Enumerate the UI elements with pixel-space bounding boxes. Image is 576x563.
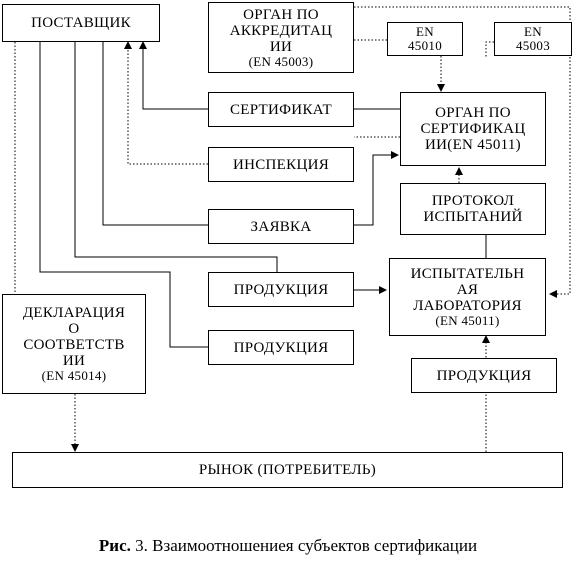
- protocol-line2: ИСПЫТАНИЙ: [423, 209, 523, 225]
- cert-body-line3: ИИ(EN 45011): [425, 137, 521, 153]
- cert-body-line2: СЕРТИФИКАЦ: [420, 121, 526, 137]
- en45003-line2: 45003: [516, 38, 550, 53]
- lab-line1: ИСПЫТАТЕЛЬН: [410, 266, 525, 282]
- lab-line2: АЯ: [456, 282, 479, 298]
- certificate-label: СЕРТИФИКАТ: [229, 101, 333, 118]
- product-label-1: ПРОДУКЦИЯ: [233, 281, 329, 298]
- line-supplier-product1: [74, 42, 278, 272]
- inspection-label: ИНСПЕКЦИЯ: [232, 156, 330, 173]
- line-application-certbody: [354, 151, 399, 226]
- en45010-box: EN 45010: [387, 22, 463, 56]
- product-box-2: ПРОДУКЦИЯ: [208, 330, 354, 365]
- testing-laboratory-box: ИСПЫТАТЕЛЬН АЯ ЛАБОРАТОРИЯ (EN 45011): [389, 258, 546, 336]
- line-inspection-supplier: [124, 41, 208, 165]
- en45003-box: EN 45003: [494, 22, 572, 56]
- en45010-line2: 45010: [408, 38, 442, 53]
- declaration-standard: (EN 45014): [41, 368, 107, 383]
- declaration-line4: ИИ: [62, 353, 86, 369]
- line-certificate-supplier: [139, 41, 208, 110]
- protocol-line1: ПРОТОКОЛ: [431, 193, 515, 209]
- en45010-line1: EN: [416, 24, 434, 39]
- line-supplier-product2: [39, 42, 208, 348]
- accreditation-line1: ОРГАН ПО: [243, 6, 319, 23]
- caption-prefix: Рис.: [98, 536, 131, 555]
- supplier-box: ПОСТАВЩИК: [2, 4, 160, 42]
- product-label-3: ПРОДУКЦИЯ: [436, 367, 532, 384]
- cert-body-line1: ОРГАН ПО: [435, 105, 511, 121]
- lab-line3: ЛАБОРАТОРИЯ: [413, 298, 522, 314]
- figure-caption: Рис. 3. Взаимоотношениея субъектов серти…: [0, 536, 576, 556]
- inspection-box: ИНСПЕКЦИЯ: [208, 147, 354, 182]
- product-label-2: ПРОДУКЦИЯ: [233, 339, 329, 356]
- lab-standard: (EN 45011): [435, 313, 500, 328]
- market-box: РЫНОК (ПОТРЕБИТЕЛЬ): [12, 452, 563, 488]
- accreditation-line2: АККРЕДИТАЦ: [229, 22, 333, 39]
- line-en45003-lab: [485, 41, 494, 57]
- certification-body-box: ОРГАН ПО СЕРТИФИКАЦ ИИ(EN 45011): [400, 92, 546, 166]
- declaration-line3: СООТВЕТСТВ: [23, 337, 125, 353]
- accreditation-line3: ИИ: [269, 38, 293, 55]
- caption-text: 3. Взаимоотношениея субъектов сертификац…: [130, 536, 478, 555]
- declaration-line2: О: [68, 321, 80, 337]
- accreditation-standard: (EN 45003): [248, 53, 314, 69]
- application-box: ЗАЯВКА: [208, 209, 354, 244]
- test-protocol-box: ПРОТОКОЛ ИСПЫТАНИЙ: [400, 183, 546, 235]
- market-label: РЫНОК (ПОТРЕБИТЕЛЬ): [198, 462, 377, 478]
- accreditation-body-box: ОРГАН ПО АККРЕДИТАЦ ИИ (EN 45003): [208, 2, 354, 73]
- product-box-1: ПРОДУКЦИЯ: [208, 272, 354, 307]
- supplier-label: ПОСТАВЩИК: [31, 15, 131, 31]
- product-box-3: ПРОДУКЦИЯ: [411, 358, 557, 393]
- line-supplier-application: [102, 42, 208, 226]
- declaration-line1: ДЕКЛАРАЦИЯ: [22, 305, 126, 321]
- certificate-box: СЕРТИФИКАТ: [208, 92, 354, 127]
- declaration-box: ДЕКЛАРАЦИЯ О СООТВЕТСТВ ИИ (EN 45014): [2, 294, 146, 394]
- en45003-line1: EN: [524, 24, 542, 39]
- application-label: ЗАЯВКА: [250, 218, 312, 235]
